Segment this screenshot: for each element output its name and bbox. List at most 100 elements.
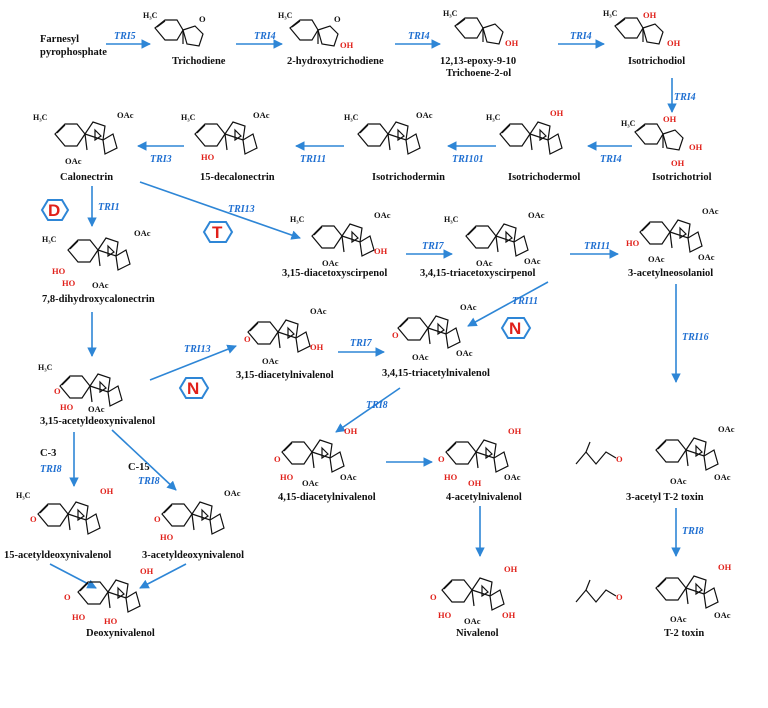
- structure-7-8-dihydroxycalonectrin: H₃C OAc HO HO OAc: [42, 228, 151, 290]
- svg-text:OAc: OAc: [476, 258, 493, 268]
- structure-2-hydroxytrichodiene: H₃C O OH: [278, 11, 354, 50]
- svg-text:OH: OH: [663, 114, 677, 124]
- compound-7-8-dihydroxycalonectrin: 7,8-dihydroxycalonectrin: [42, 294, 155, 305]
- substituent-h3c: H₃C: [143, 11, 158, 20]
- enzyme-tri18-3: TRI8: [366, 400, 388, 411]
- enzyme-tri17-1: TRI7: [422, 241, 445, 252]
- svg-text:OAc: OAc: [134, 228, 151, 238]
- enzyme-tri18-4: TRI8: [682, 526, 704, 537]
- svg-text:OH: OH: [310, 342, 324, 352]
- arrow-tri18-3: [335, 387, 401, 433]
- enzyme-tri4-5: TRI4: [600, 154, 622, 165]
- structure-3-15-acetyldeoxynivalenol: H₃C O HO OAc: [38, 363, 123, 414]
- svg-text:OH: OH: [100, 486, 114, 496]
- compound-2-hydroxytrichodiene: 2-hydroxytrichodiene: [287, 56, 384, 67]
- arrow-tri13-2: [149, 344, 237, 381]
- svg-text:H₃C: H₃C: [486, 113, 501, 122]
- substituent-oh: OH: [340, 40, 354, 50]
- svg-text:OH: OH: [505, 38, 519, 48]
- enzyme-tri1-1: TRI1: [98, 202, 120, 213]
- structure-4-acetylnivalenol: O HO OH OAc OH: [438, 426, 522, 488]
- svg-text:HO: HO: [52, 266, 66, 276]
- svg-text:OH: OH: [508, 426, 522, 436]
- structure-isotrichodiol: H₃C OH OH: [603, 9, 681, 48]
- structure-3-acetylneosolaniol: HO OAc OAc OAc: [626, 206, 719, 264]
- compound-t2-toxin: T-2 toxin: [664, 628, 704, 639]
- compound-farnesyl-pyrophosphate-line1: Farnesyl: [40, 34, 79, 45]
- structure-3-acetyl-t2-toxin: O OAc OAc OAc: [575, 424, 735, 486]
- svg-text:OH: OH: [667, 38, 681, 48]
- svg-text:OAc: OAc: [714, 472, 731, 482]
- svg-text:HO: HO: [62, 278, 76, 288]
- svg-text:H₃C: H₃C: [290, 215, 305, 224]
- svg-text:OAc: OAc: [670, 614, 687, 624]
- svg-text:OH: OH: [468, 478, 482, 488]
- svg-text:H₃C: H₃C: [16, 491, 31, 500]
- structure-epoxy-trichoene: H₃C OH: [443, 9, 519, 48]
- compound-3-15-acetyldeoxynivalenol: 3,15-acetyldeoxynivalenol: [40, 416, 155, 427]
- compound-nivalenol: Nivalenol: [456, 628, 499, 639]
- structure-15-decalonectrin: H₃C OAc HO: [181, 110, 270, 162]
- svg-text:O: O: [616, 592, 623, 602]
- svg-text:OH: OH: [344, 426, 358, 436]
- compound-calonectrin: Calonectrin: [60, 172, 113, 183]
- svg-text:H₃C: H₃C: [603, 9, 618, 18]
- svg-text:OAc: OAc: [322, 258, 339, 268]
- enzyme-tri101: TRI101: [452, 154, 484, 165]
- structure-15-acetyldeoxynivalenol: H₃C O OH: [16, 486, 114, 535]
- svg-text:OAc: OAc: [302, 478, 319, 488]
- structure-deoxynivalenol: O HO HO OH: [64, 566, 154, 626]
- svg-text:OAc: OAc: [524, 256, 541, 266]
- svg-text:OAc: OAc: [714, 610, 731, 620]
- enzyme-tri5: TRI5: [114, 31, 136, 42]
- svg-text:O: O: [438, 454, 445, 464]
- svg-text:OAc: OAc: [648, 254, 665, 264]
- svg-text:HO: HO: [280, 472, 294, 482]
- svg-text:O: O: [616, 454, 623, 464]
- svg-text:HO: HO: [72, 612, 86, 622]
- svg-text:D: D: [48, 201, 60, 220]
- svg-text:OAc: OAc: [117, 110, 134, 120]
- compound-isotrichodermin: Isotrichodermin: [372, 172, 445, 183]
- arrow-tri11-3: [467, 281, 549, 327]
- structure-4-15-diacetylnivalenol: O HO OH OAc OAc: [274, 426, 358, 488]
- structure-3-15-diacetoxyscirpenol: H₃C OAc OH OAc: [290, 210, 391, 268]
- svg-text:OAc: OAc: [670, 476, 687, 486]
- svg-text:OH: OH: [671, 158, 685, 168]
- svg-text:OH: OH: [374, 246, 388, 256]
- compound-deoxynivalenol: Deoxynivalenol: [86, 628, 155, 639]
- structure-3-4-15-triacetoxyscirpenol: H₃C OAc OAc OAc: [444, 210, 545, 268]
- enzyme-tri4-1: TRI4: [254, 31, 276, 42]
- enzyme-tri4-2: TRI4: [408, 31, 430, 42]
- svg-text:O: O: [334, 14, 341, 24]
- compound-3-acetyl-t2-toxin: 3-acetyl T-2 toxin: [626, 492, 704, 503]
- svg-text:OH: OH: [140, 566, 154, 576]
- svg-text:OH: OH: [504, 564, 518, 574]
- badge-n-2: N: [500, 317, 532, 339]
- svg-text:HO: HO: [444, 472, 458, 482]
- svg-text:OAc: OAc: [88, 404, 105, 414]
- compound-3-15-diacetoxyscirpenol: 3,15-diacetoxyscirpenol: [282, 268, 387, 279]
- svg-text:N: N: [509, 319, 521, 338]
- svg-text:HO: HO: [104, 616, 118, 626]
- enzyme-tri4-3: TRI4: [570, 31, 592, 42]
- svg-text:H₃C: H₃C: [42, 235, 57, 244]
- svg-text:OAc: OAc: [92, 280, 109, 290]
- svg-text:OH: OH: [643, 10, 657, 20]
- svg-text:OH: OH: [502, 610, 516, 620]
- compound-3-15-diacetylnivalenol: 3,15-diacetylnivalenol: [236, 370, 334, 381]
- compound-3-4-15-triacetoxyscirpenol: 3,4,15-triacetoxyscirpenol: [420, 268, 536, 279]
- compound-3-acetyldeoxynivalenol: 3-acetyldeoxynivalenol: [142, 550, 244, 561]
- structure-trichodiene: H₃C O: [143, 11, 206, 47]
- svg-text:OAc: OAc: [528, 210, 545, 220]
- svg-text:O: O: [274, 454, 281, 464]
- compound-isotrichotriol: Isotrichotriol: [652, 172, 712, 183]
- compound-farnesyl-pyrophosphate-line2: pyrophosphate: [40, 47, 107, 58]
- svg-text:OH: OH: [689, 142, 703, 152]
- svg-text:OAc: OAc: [504, 472, 521, 482]
- structure-isotrichodermin: H₃C OAc: [344, 110, 433, 155]
- badge-d: D: [40, 199, 70, 221]
- compound-isotrichodermol: Isotrichodermol: [508, 172, 580, 183]
- svg-text:OAc: OAc: [456, 348, 473, 358]
- compound-isotrichodiol: Isotrichodiol: [628, 56, 685, 67]
